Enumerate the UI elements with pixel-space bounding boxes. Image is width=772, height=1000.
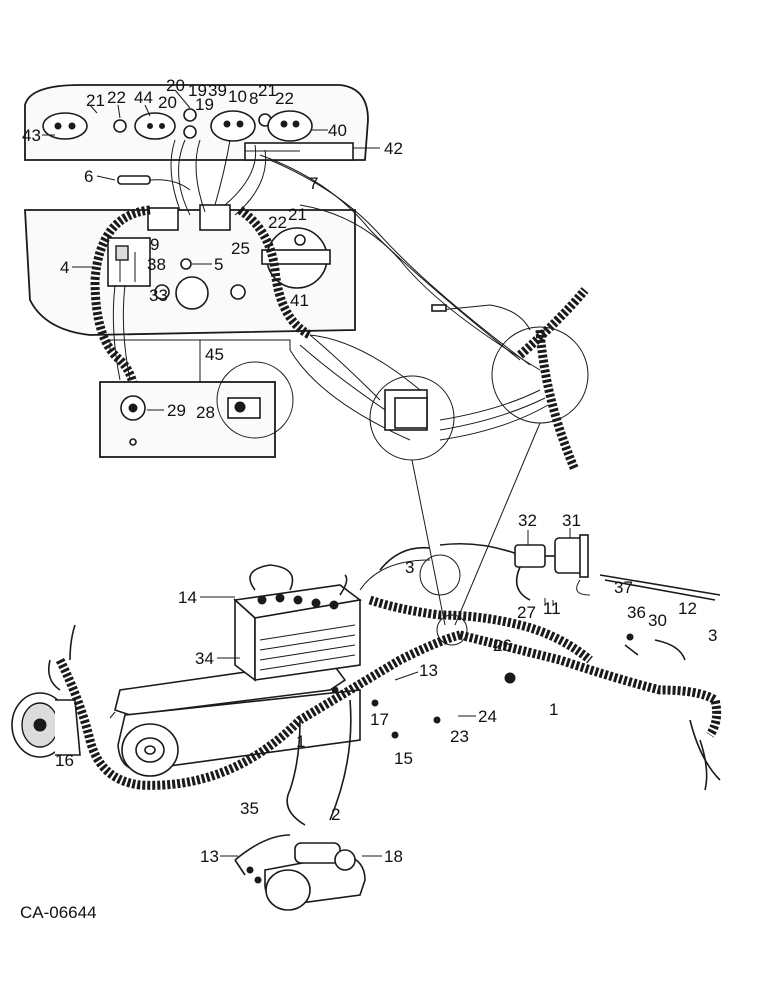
callout-37: 37 bbox=[614, 578, 633, 597]
callout-5: 5 bbox=[214, 255, 223, 274]
callout-labels: 43 21 22 44 20 19 39 10 8 21 22 20 19 40… bbox=[20, 76, 717, 922]
callout-41: 41 bbox=[290, 291, 309, 310]
harness-loop-left bbox=[90, 205, 151, 401]
callout-14: 14 bbox=[178, 588, 197, 607]
callout-26: 26 bbox=[493, 636, 512, 655]
callout-39: 39 bbox=[208, 81, 227, 100]
callout-30: 30 bbox=[648, 611, 667, 630]
leader-lines-top bbox=[42, 89, 380, 149]
callout-4: 4 bbox=[60, 258, 69, 277]
callout-34: 34 bbox=[195, 649, 214, 668]
callout-16: 16 bbox=[55, 751, 74, 770]
switch-assembly bbox=[514, 528, 589, 606]
callout-1: 1 bbox=[296, 732, 305, 751]
starter-motor bbox=[246, 842, 366, 911]
connector-details bbox=[369, 287, 589, 626]
callout-42: 42 bbox=[384, 139, 403, 158]
callout-45: 45 bbox=[205, 345, 224, 364]
callout-28: 28 bbox=[196, 403, 215, 422]
callout-19: 19 bbox=[195, 95, 214, 114]
callout-7: 7 bbox=[309, 174, 318, 193]
callout-25: 25 bbox=[231, 239, 250, 258]
alternator bbox=[11, 692, 81, 758]
dash-panel bbox=[24, 204, 356, 336]
callout-43: 43 bbox=[22, 126, 41, 145]
callout-13: 13 bbox=[419, 661, 438, 680]
long-wires bbox=[259, 154, 541, 441]
callout-2: 2 bbox=[331, 805, 340, 824]
callout-36: 36 bbox=[627, 603, 646, 622]
callout-20: 20 bbox=[166, 76, 185, 95]
callout-3: 3 bbox=[708, 626, 717, 645]
callout-8: 8 bbox=[249, 89, 258, 108]
engine-block bbox=[109, 659, 361, 777]
callout-6: 6 bbox=[84, 167, 93, 186]
harness-loop-right bbox=[237, 206, 313, 340]
callout-23: 23 bbox=[450, 727, 469, 746]
callout-22: 22 bbox=[107, 88, 126, 107]
callout-21: 21 bbox=[86, 91, 105, 110]
callout-31: 31 bbox=[562, 511, 581, 530]
callout-40: 40 bbox=[328, 121, 347, 140]
callout-12: 12 bbox=[678, 599, 697, 618]
callout-18: 18 bbox=[384, 847, 403, 866]
callout-27: 27 bbox=[517, 603, 536, 622]
callout-1: 1 bbox=[549, 700, 558, 719]
callout-21: 21 bbox=[258, 81, 277, 100]
callout-33: 33 bbox=[149, 286, 168, 305]
battery bbox=[233, 564, 362, 682]
fuse-holder bbox=[96, 175, 191, 191]
callout-20: 20 bbox=[158, 93, 177, 112]
callout-9: 9 bbox=[150, 235, 159, 254]
callout-44: 44 bbox=[134, 88, 153, 107]
callout-15: 15 bbox=[394, 749, 413, 768]
callout-38: 38 bbox=[147, 255, 166, 274]
callout-13: 13 bbox=[200, 847, 219, 866]
callout-22: 22 bbox=[268, 213, 287, 232]
callout-19: 19 bbox=[188, 81, 207, 100]
callout-22: 22 bbox=[275, 89, 294, 108]
instrument-cluster bbox=[24, 84, 369, 161]
callout-29: 29 bbox=[167, 401, 186, 420]
callout-35: 35 bbox=[240, 799, 259, 818]
cluster-wires bbox=[170, 139, 267, 216]
callout-11: 11 bbox=[543, 599, 561, 618]
callout-10: 10 bbox=[228, 87, 247, 106]
callout-24: 24 bbox=[478, 707, 497, 726]
drawing-code: CA-06644 bbox=[20, 903, 97, 922]
switch-plate bbox=[99, 339, 294, 458]
callout-32: 32 bbox=[518, 511, 537, 530]
main-harness bbox=[47, 542, 722, 876]
callout-3: 3 bbox=[405, 558, 414, 577]
callout-17: 17 bbox=[370, 710, 389, 729]
callout-21: 21 bbox=[288, 205, 307, 224]
